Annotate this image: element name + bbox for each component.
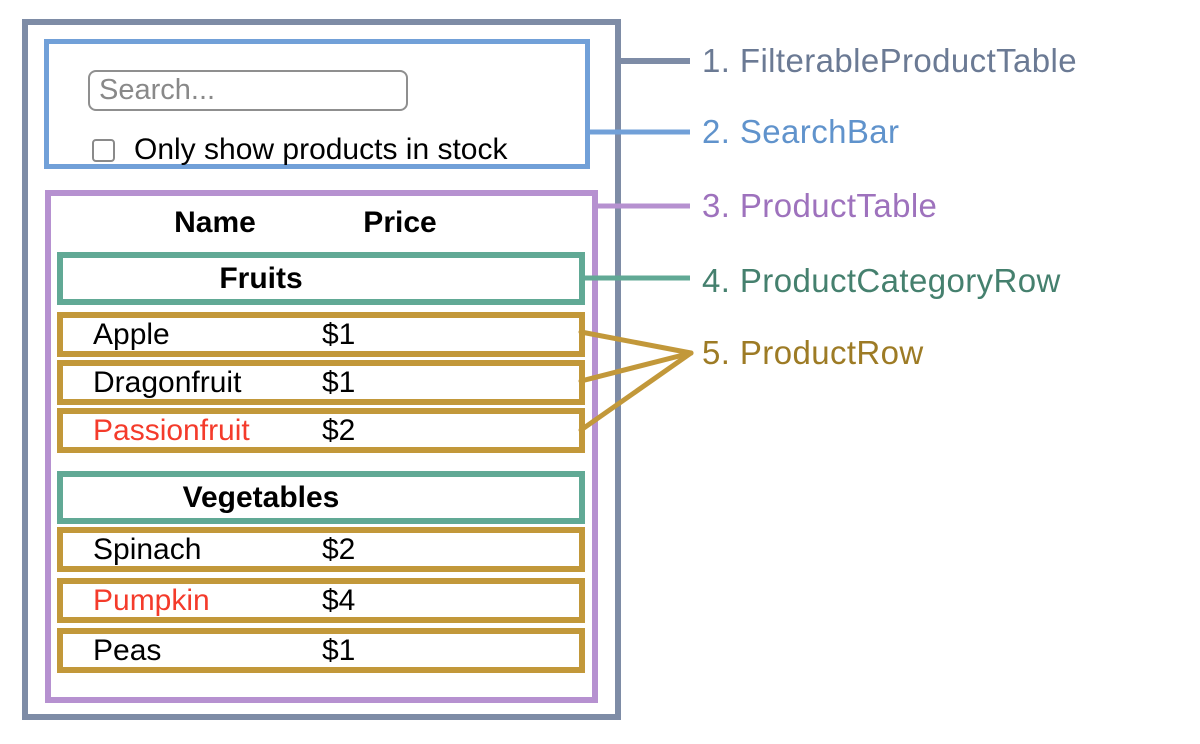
column-header-name: Name <box>174 206 256 239</box>
legend-label-search-bar: 2. SearchBar <box>702 113 900 150</box>
category-label: Vegetables <box>182 480 340 514</box>
table-header-row: Name Price <box>51 203 592 243</box>
search-input[interactable] <box>88 70 408 111</box>
product-row-pumpkin: Pumpkin $4 <box>57 578 585 623</box>
product-name-cell: Spinach <box>93 533 202 566</box>
product-name-cell: Passionfruit <box>93 414 250 447</box>
product-price-cell: $1 <box>322 634 356 667</box>
category-label: Fruits <box>219 261 303 295</box>
product-name-cell: Pumpkin <box>93 584 210 617</box>
product-row-peas: Peas $1 <box>57 628 585 673</box>
legend-label-product-category-row: 4. ProductCategoryRow <box>702 262 1061 299</box>
in-stock-checkbox[interactable] <box>92 138 115 162</box>
product-name-cell: Dragonfruit <box>93 366 242 399</box>
product-name-cell: Peas <box>93 634 162 667</box>
product-row-passionfruit: Passionfruit $2 <box>57 408 585 453</box>
product-row-dragonfruit: Dragonfruit $1 <box>57 360 585 405</box>
product-price-cell: $2 <box>322 414 356 447</box>
search-bar-box: Only show products in stock <box>44 39 590 169</box>
product-row-apple: Apple $1 <box>57 312 585 357</box>
legend-label-product-table: 3. ProductTable <box>702 187 938 224</box>
product-category-row-fruits: Fruits <box>57 252 585 305</box>
in-stock-checkbox-label: Only show products in stock <box>134 133 508 166</box>
product-category-row-vegetables: Vegetables <box>57 471 585 524</box>
product-row-spinach: Spinach $2 <box>57 527 585 572</box>
product-price-cell: $1 <box>322 366 356 399</box>
product-price-cell: $4 <box>322 584 356 617</box>
product-name-cell: Apple <box>93 318 170 351</box>
legend-label-filterable-product-table: 1. FilterableProductTable <box>702 42 1078 79</box>
product-price-cell: $2 <box>322 533 356 566</box>
product-price-cell: $1 <box>322 318 356 351</box>
filterable-product-table-box: Only show products in stock Name Price F… <box>22 19 621 720</box>
column-header-price: Price <box>363 206 437 239</box>
legend-label-product-row: 5. ProductRow <box>702 334 924 371</box>
product-table-box: Name Price Fruits Apple $1 Dragonfruit $… <box>45 190 598 703</box>
in-stock-filter-row: Only show products in stock <box>92 132 508 168</box>
